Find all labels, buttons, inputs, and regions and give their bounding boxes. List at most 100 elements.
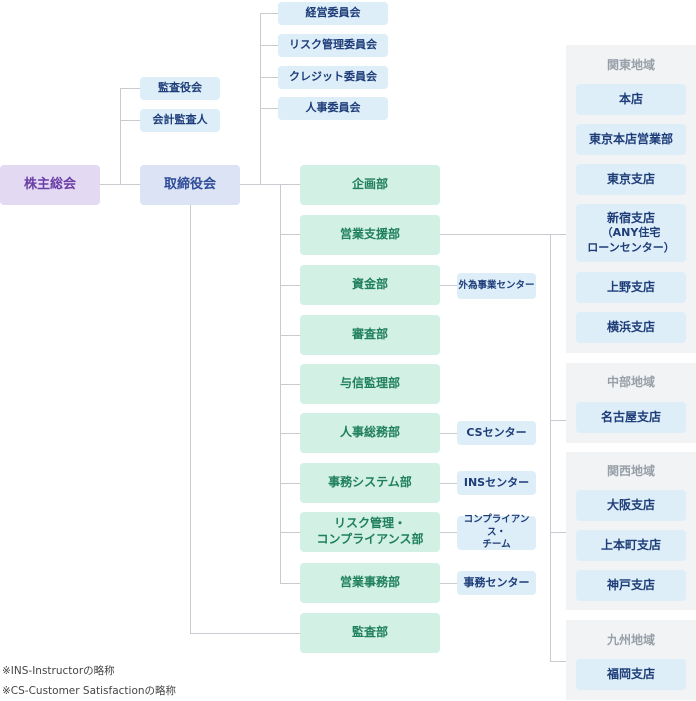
committee-box: クレジット委員会	[278, 66, 388, 89]
region-title: 九州地域	[606, 633, 655, 647]
department-box: 与信監理部	[300, 364, 440, 404]
branch-box: 名古屋支店	[576, 402, 686, 433]
department-label: 人事総務部	[339, 425, 400, 440]
connector	[550, 234, 551, 661]
connector	[550, 420, 566, 421]
department-label: 営業支援部	[339, 227, 400, 242]
center-box: 外為事業センター	[457, 273, 536, 299]
connector	[280, 285, 300, 286]
connector	[550, 532, 566, 533]
committee-label: リスク管理委員会	[289, 38, 377, 52]
connector	[440, 234, 566, 235]
branch-box: 東京本店営業部	[576, 124, 686, 155]
department-box: 監査部	[300, 613, 440, 653]
department-label: 資金部	[351, 277, 388, 292]
connector	[280, 384, 300, 385]
center-box: CSセンター	[457, 421, 536, 445]
committee-label: 人事委員会	[305, 101, 361, 115]
connector	[120, 88, 121, 184]
branch-label: 横浜支店	[606, 319, 655, 334]
branch-label: 東京支店	[606, 171, 655, 186]
department-box: 営業支援部	[300, 215, 440, 255]
connector	[280, 583, 300, 584]
branch-label: 名古屋支店	[600, 409, 661, 424]
connector	[190, 205, 191, 633]
connector	[550, 661, 566, 662]
center-label: コンプライアンス・ チーム	[463, 514, 530, 551]
department-box: 人事総務部	[300, 413, 440, 453]
connector	[260, 13, 261, 184]
connector	[440, 532, 457, 533]
branch-box: 上本町支店	[576, 530, 686, 561]
center-box: INSセンター	[457, 471, 536, 495]
board-of-directors-label: 取締役会	[163, 176, 216, 192]
footnote: ※CS-Customer Satisfactionの略称	[2, 685, 177, 697]
branch-label: 東京本店営業部	[588, 131, 673, 146]
footnotes: ※INS-Instructorの略称 ※CS-Customer Satisfac…	[2, 661, 176, 701]
branch-label: 神戸支店	[606, 577, 655, 592]
branch-box: 神戸支店	[576, 570, 686, 601]
connector	[280, 234, 300, 235]
connector	[240, 184, 280, 185]
connector	[280, 335, 300, 336]
region-title: 関西地域	[606, 464, 655, 478]
connector	[100, 184, 140, 185]
shareholders-meeting-box: 株主総会	[0, 165, 100, 205]
accounting-auditor-box: 会計監査人	[140, 109, 220, 132]
accounting-auditor-label: 会計監査人	[152, 113, 208, 127]
audit-board-box: 監査役会	[140, 77, 220, 100]
committee-box: 人事委員会	[278, 97, 388, 120]
committee-label: 経営委員会	[305, 6, 361, 20]
connector	[440, 285, 457, 286]
connector	[190, 633, 300, 634]
connector	[280, 184, 300, 185]
department-box: リスク管理・ コンプライアンス部	[300, 512, 440, 552]
region-title: 関東地域	[606, 58, 655, 72]
connector	[120, 88, 140, 89]
branch-label: 本店	[618, 91, 643, 106]
department-label: 事務システム部	[328, 475, 412, 490]
committee-box: リスク管理委員会	[278, 34, 388, 57]
branch-box: 大阪支店	[576, 490, 686, 521]
branch-box: 本店	[576, 84, 686, 115]
center-label: CSセンター	[466, 425, 527, 439]
branch-label: 上野支店	[606, 279, 655, 294]
branch-label: 新宿支店 （ANY住宅 ローンセンター）	[587, 211, 675, 255]
branch-box: 上野支店	[576, 272, 686, 303]
center-label: 事務センター	[463, 575, 530, 589]
center-label: 外為事業センター	[458, 279, 535, 291]
department-box: 営業事務部	[300, 563, 440, 603]
department-label: 企画部	[351, 177, 388, 192]
department-box: 審査部	[300, 315, 440, 355]
department-label: 与信監理部	[339, 376, 400, 391]
center-box: コンプライアンス・ チーム	[457, 514, 536, 551]
connector	[280, 483, 300, 484]
connector	[260, 13, 278, 14]
department-box: 企画部	[300, 165, 440, 205]
department-box: 事務システム部	[300, 463, 440, 503]
connector	[260, 45, 278, 46]
department-label: 審査部	[351, 327, 388, 342]
center-label: INSセンター	[463, 475, 530, 489]
connector	[440, 583, 457, 584]
center-box: 事務センター	[457, 571, 536, 595]
committee-box: 経営委員会	[278, 2, 388, 25]
connector	[280, 433, 300, 434]
connector	[440, 483, 457, 484]
committee-label: クレジット委員会	[289, 70, 377, 84]
branch-box: 横浜支店	[576, 312, 686, 343]
branch-label: 上本町支店	[600, 537, 661, 552]
connector	[260, 108, 278, 109]
branch-box: 新宿支店 （ANY住宅 ローンセンター）	[576, 204, 686, 262]
branch-label: 大阪支店	[606, 497, 655, 512]
connector	[260, 77, 278, 78]
branch-box: 東京支店	[576, 164, 686, 195]
department-label: リスク管理・ コンプライアンス部	[316, 516, 424, 546]
audit-board-label: 監査役会	[158, 81, 202, 95]
footnote: ※INS-Instructorの略称	[2, 665, 115, 677]
department-label: 監査部	[351, 625, 388, 640]
branch-label: 福岡支店	[606, 666, 655, 681]
branch-box: 福岡支店	[576, 659, 686, 690]
connector	[280, 532, 300, 533]
department-box: 資金部	[300, 265, 440, 305]
